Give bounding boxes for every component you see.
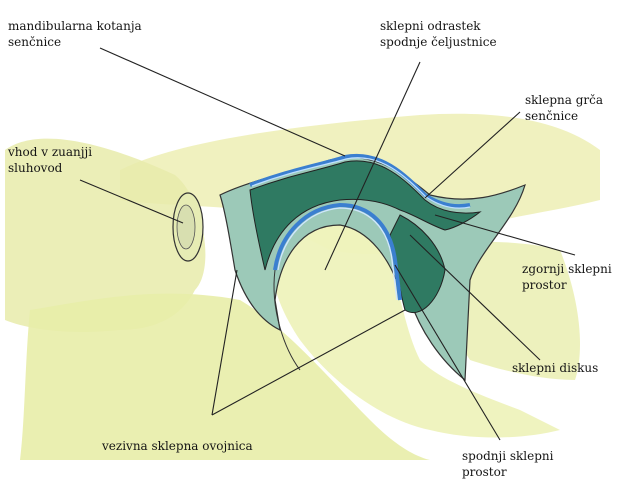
label-inferior-joint-space: spodnji sklepni prostor (462, 448, 553, 480)
label-joint-capsule: vezivna sklepna ovojnica (102, 438, 253, 454)
label-condylar-process: sklepni odrastek spodnje čeljustnice (380, 18, 497, 50)
label-mandibular-fossa: mandibularna kotanja senčnice (8, 18, 142, 50)
label-external-auditory-meatus: vhod v zuanjji sluhovod (8, 144, 92, 176)
label-articular-disc: sklepni diskus (512, 360, 598, 376)
meatus-inner-shape (177, 205, 195, 249)
label-articular-eminence: sklepna grča senčnice (525, 92, 603, 124)
label-superior-joint-space: zgornji sklepni prostor (522, 261, 612, 293)
